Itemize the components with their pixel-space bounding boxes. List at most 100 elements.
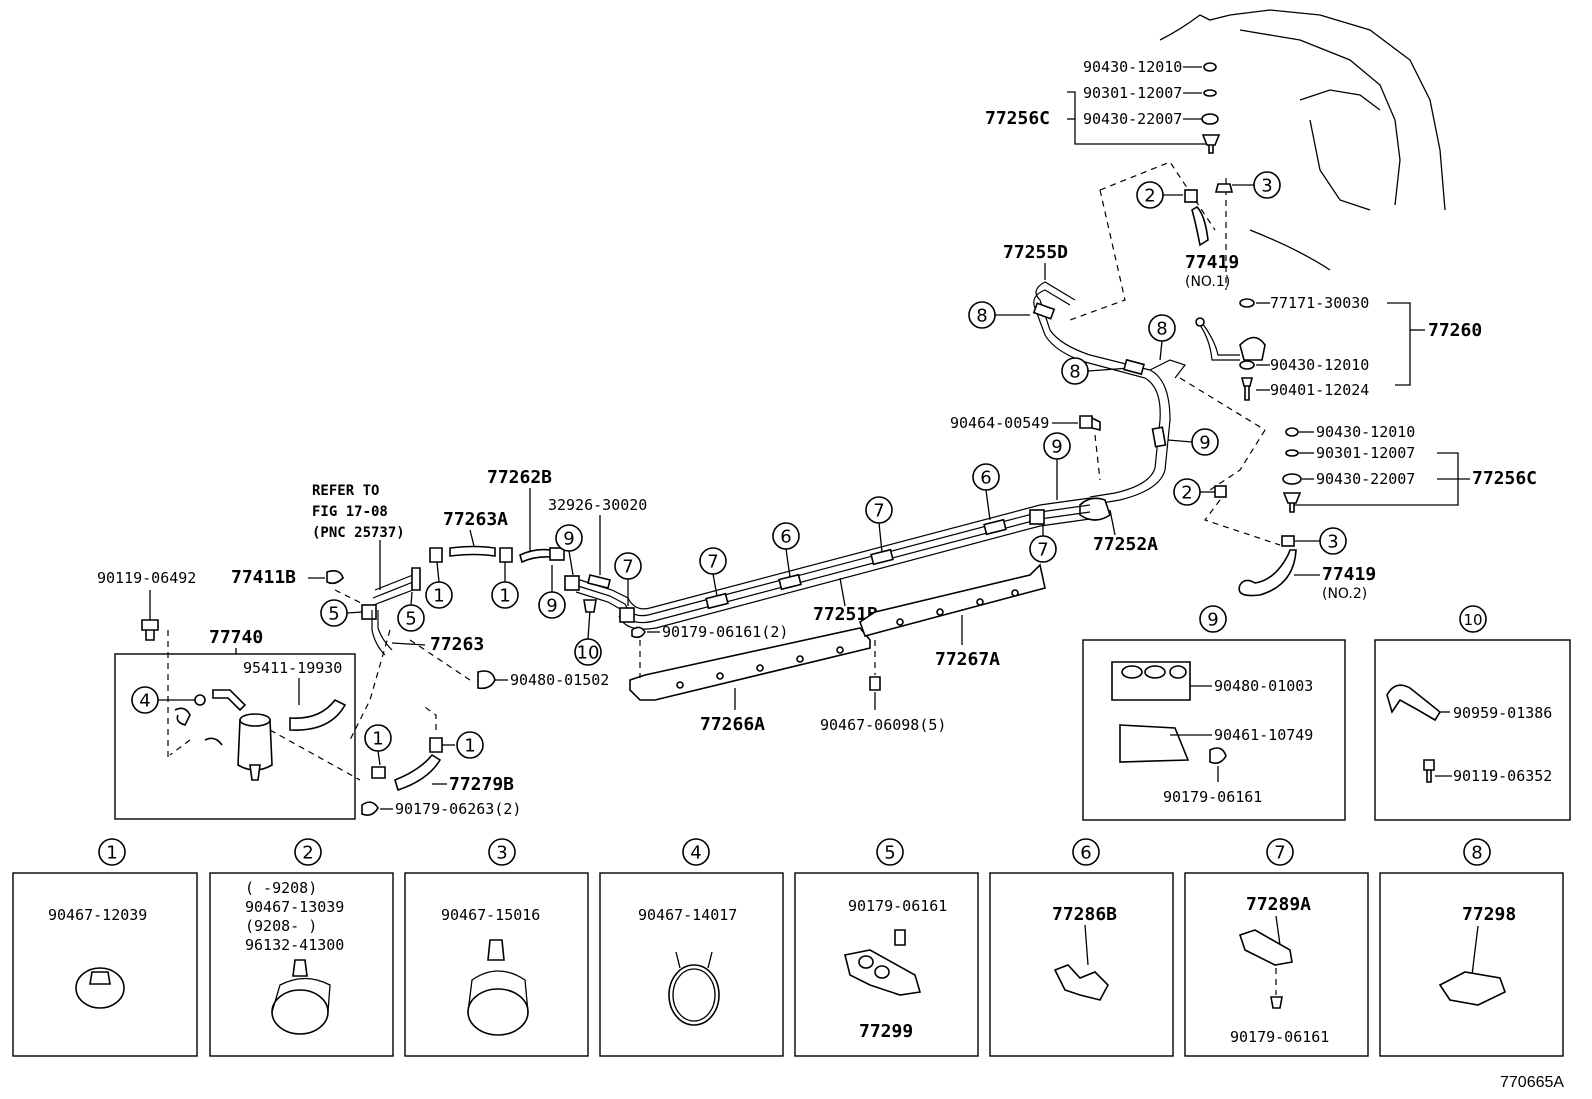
detail-box-6: 6 77286B — [989, 838, 1174, 1057]
svg-text:7: 7 — [1037, 540, 1048, 561]
svg-text:(NO.2): (NO.2) — [1322, 586, 1367, 602]
svg-text:77262B: 77262B — [487, 467, 552, 488]
pipe-77252a: 77252A 9 7 — [1029, 432, 1158, 563]
detail-box-2: 2 ( -9208) 90467-13039 (9208- ) 96132-41… — [209, 838, 394, 1057]
svg-text:5: 5 — [405, 609, 416, 630]
svg-text:2: 2 — [302, 843, 313, 864]
svg-text:90430-12010: 90430-12010 — [1083, 58, 1182, 76]
body-outline — [1159, 9, 1446, 271]
svg-text:90430-12010: 90430-12010 — [1270, 356, 1369, 374]
svg-text:3: 3 — [496, 843, 507, 864]
svg-text:REFER TO: REFER TO — [312, 483, 379, 499]
hose-77279b: 1 1 77279B 90179-06263(2) — [361, 704, 521, 818]
svg-text:90179-06161: 90179-06161 — [1230, 1028, 1329, 1046]
svg-text:90179-06263(2): 90179-06263(2) — [395, 800, 521, 818]
svg-text:90179-06161(2): 90179-06161(2) — [662, 623, 788, 641]
svg-text:90179-06161: 90179-06161 — [1163, 788, 1262, 806]
svg-text:10: 10 — [577, 643, 600, 664]
svg-text:77289A: 77289A — [1246, 894, 1311, 915]
svg-text:90959-01386: 90959-01386 — [1453, 704, 1552, 722]
svg-text:4: 4 — [139, 691, 150, 712]
svg-text:77256C: 77256C — [985, 108, 1050, 129]
svg-text:FIG 17-08: FIG 17-08 — [312, 504, 388, 520]
svg-text:90467-14017: 90467-14017 — [638, 906, 737, 924]
svg-text:9: 9 — [1207, 610, 1218, 631]
svg-text:96132-41300: 96132-41300 — [245, 936, 344, 954]
svg-text:6: 6 — [1080, 843, 1091, 864]
svg-text:77740: 77740 — [209, 627, 263, 648]
svg-text:5: 5 — [884, 843, 895, 864]
svg-text:9: 9 — [563, 529, 574, 550]
svg-text:90480-01502: 90480-01502 — [510, 671, 609, 689]
svg-text:(NO.1): (NO.1) — [1185, 274, 1230, 290]
svg-text:77266A: 77266A — [700, 714, 765, 735]
bracket-77267a: 77267A 90467-06098(5) — [820, 563, 1046, 734]
hose-77262b: 77262B 32926-30020 9 9 10 — [487, 467, 647, 666]
svg-text:32926-30020: 32926-30020 — [548, 496, 647, 514]
detail-box-4: 4 90467-14017 — [599, 838, 784, 1057]
pipe-77251b: 6 7 6 7 7 77251B — [575, 463, 1091, 630]
pipe-77263: 5 77263 90480-01502 — [320, 599, 609, 741]
svg-text:7: 7 — [707, 552, 718, 573]
svg-text:5: 5 — [328, 604, 339, 625]
svg-text:8: 8 — [1069, 362, 1080, 383]
svg-text:3: 3 — [1261, 176, 1272, 197]
svg-text:90301-12007: 90301-12007 — [1316, 444, 1415, 462]
detail-box-3: 3 90467-15016 — [404, 838, 589, 1057]
svg-text:8: 8 — [1156, 319, 1167, 340]
svg-text:8: 8 — [976, 306, 987, 327]
svg-text:90480-01003: 90480-01003 — [1214, 677, 1313, 695]
svg-text:3: 3 — [1327, 532, 1338, 553]
svg-text:77299: 77299 — [859, 1021, 913, 1042]
svg-text:90301-12007: 90301-12007 — [1083, 84, 1182, 102]
svg-text:1: 1 — [106, 843, 117, 864]
detail-box-9: 9 90480-01003 90461-10749 90179-06161 — [1082, 605, 1346, 821]
svg-text:90430-22007: 90430-22007 — [1316, 470, 1415, 488]
svg-text:2: 2 — [1181, 483, 1192, 504]
bolt-90119-06492: 90119-06492 77411B — [97, 567, 366, 760]
reference-note: REFER TO FIG 17-08 (PNC 25737) 5 — [312, 483, 425, 632]
svg-text:( -9208): ( -9208) — [245, 879, 317, 897]
svg-text:77263: 77263 — [430, 634, 484, 655]
svg-text:1: 1 — [464, 736, 475, 757]
svg-text:8: 8 — [1471, 843, 1482, 864]
svg-text:7: 7 — [873, 501, 884, 522]
figure-code: 770665A — [1500, 1074, 1564, 1091]
svg-text:90467-12039: 90467-12039 — [48, 906, 147, 924]
svg-text:77419: 77419 — [1185, 252, 1239, 273]
group-77256c-top: 90430-12010 90301-12007 90430-22007 7725… — [985, 58, 1227, 321]
svg-text:90119-06352: 90119-06352 — [1453, 767, 1552, 785]
svg-text:90119-06492: 90119-06492 — [97, 569, 196, 587]
svg-text:90401-12024: 90401-12024 — [1270, 381, 1369, 399]
svg-text:90430-12010: 90430-12010 — [1316, 423, 1415, 441]
svg-text:90179-06161: 90179-06161 — [848, 897, 947, 915]
svg-text:1: 1 — [433, 586, 444, 607]
svg-text:90467-13039: 90467-13039 — [245, 898, 344, 916]
svg-text:4: 4 — [690, 843, 701, 864]
svg-text:7: 7 — [1274, 843, 1285, 864]
svg-text:90467-06098(5): 90467-06098(5) — [820, 716, 946, 734]
svg-text:9: 9 — [546, 596, 557, 617]
clip-90464-00549: 90464-00549 — [950, 414, 1101, 481]
svg-text:77279B: 77279B — [449, 774, 514, 795]
svg-text:77298: 77298 — [1462, 904, 1516, 925]
detail-box-10: 10 90959-01386 90119-06352 — [1374, 605, 1571, 821]
detail-box-5: 5 90179-06161 77299 — [794, 838, 979, 1057]
svg-text:95411-19930: 95411-19930 — [243, 659, 342, 677]
svg-text:90467-15016: 90467-15016 — [441, 906, 540, 924]
hose-77419-no1: 2 3 77419 (NO.1) — [1136, 171, 1281, 290]
svg-text:90461-10749: 90461-10749 — [1214, 726, 1313, 744]
svg-text:10: 10 — [1463, 611, 1482, 629]
svg-text:77260: 77260 — [1428, 320, 1482, 341]
hose-77263a: 77263A 1 1 — [425, 509, 519, 609]
detail-box-1: 1 90467-12039 — [12, 838, 198, 1057]
svg-text:9: 9 — [1199, 433, 1210, 454]
svg-text:90430-22007: 90430-22007 — [1083, 110, 1182, 128]
svg-text:77255D: 77255D — [1003, 242, 1068, 263]
svg-text:77252A: 77252A — [1093, 534, 1158, 555]
svg-text:77263A: 77263A — [443, 509, 508, 530]
canister-77740: 77740 95411-19930 4 — [114, 627, 361, 820]
bracket-77266a: 77266A 90179-06161(2) — [629, 623, 871, 735]
svg-text:90464-00549: 90464-00549 — [950, 414, 1049, 432]
